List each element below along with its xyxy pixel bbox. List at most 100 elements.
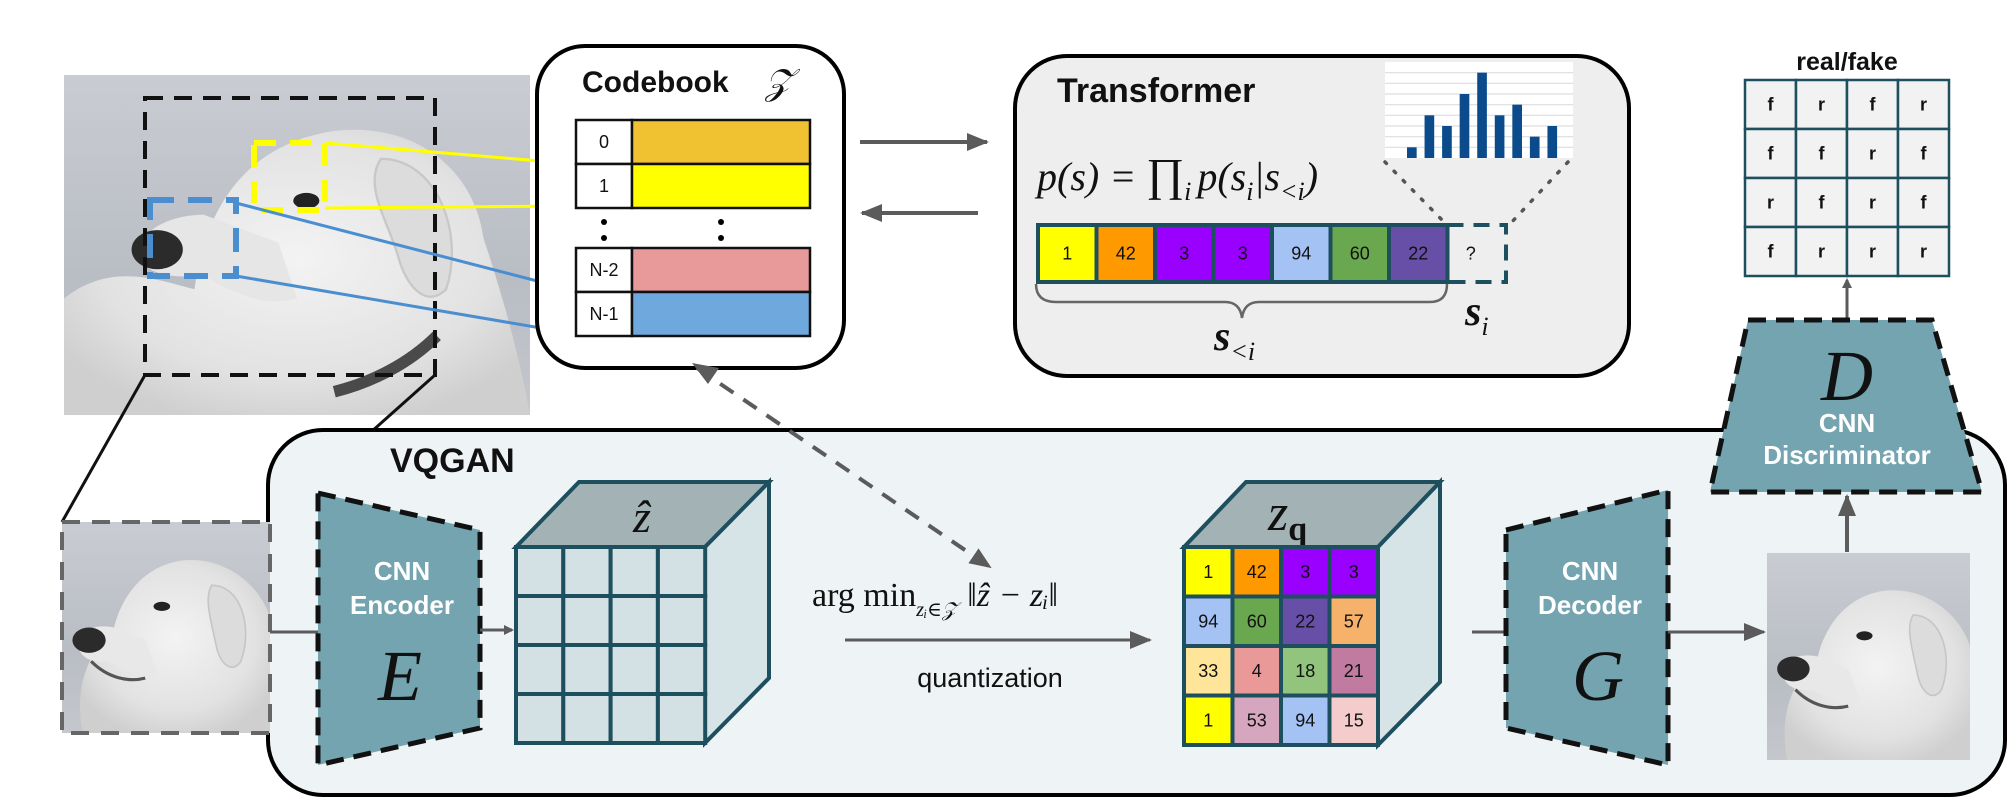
encoder-line2: Encoder <box>350 590 454 620</box>
codebook-index-label: 0 <box>599 132 609 152</box>
codebook-row: 0 <box>574 118 812 166</box>
z-q-value: 4 <box>1252 661 1262 681</box>
real-fake-cell: f <box>1794 176 1849 229</box>
token-value: 3 <box>1179 244 1189 264</box>
z-q-cell: 21 <box>1327 644 1380 698</box>
discriminator-line2: Discriminator <box>1763 440 1931 470</box>
transformer-title: Transformer <box>1057 72 1255 110</box>
z-q-cell: 1 <box>1182 545 1235 599</box>
z-q-cell: 22 <box>1279 594 1332 648</box>
z-q-value: 1 <box>1203 710 1213 730</box>
real-fake-cell-box <box>1794 127 1849 180</box>
z-q-value: 94 <box>1295 710 1315 730</box>
real-fake-title: real/fake <box>1796 48 1898 76</box>
token-value: 22 <box>1408 244 1428 264</box>
real-fake-value: f <box>1870 95 1877 115</box>
z-hat-cell <box>655 692 708 745</box>
si-label: s <box>1464 289 1481 335</box>
patch-blue <box>147 197 239 279</box>
real-fake-cell-box <box>1896 176 1951 229</box>
z-q-cell: 15 <box>1327 693 1380 747</box>
real-fake-value: f <box>1819 193 1826 213</box>
z-hat-cell <box>561 545 613 598</box>
histogram-bar <box>1512 104 1522 158</box>
real-fake-cell: r <box>1896 78 1951 131</box>
codebook-row: 1 <box>574 162 812 210</box>
ellipsis-dot <box>718 219 724 225</box>
sequence-token: 3 <box>1211 223 1274 284</box>
real-fake-cell: r <box>1794 225 1849 278</box>
real-fake-cell: f <box>1896 176 1951 229</box>
token-cell <box>1036 223 1099 284</box>
real-fake-cell-box <box>1794 176 1849 229</box>
histogram-bar <box>1459 94 1470 158</box>
z-q-value: 18 <box>1295 661 1315 681</box>
z-hat-cell <box>514 545 566 598</box>
token-cell <box>1387 223 1450 284</box>
token-distribution-histogram <box>1385 62 1573 158</box>
z-q-cell: 57 <box>1327 594 1380 648</box>
real-fake-cell-box <box>1743 225 1798 278</box>
real-fake-cell-box <box>1794 225 1849 278</box>
lookup-arrowhead-top <box>692 363 719 384</box>
z-q-cell: 4 <box>1230 644 1283 698</box>
real-fake-value: r <box>1920 95 1927 115</box>
discriminator-line1: CNN <box>1819 408 1875 438</box>
real-fake-cell: r <box>1794 78 1849 131</box>
z-hat-cell <box>514 594 566 647</box>
z-hat-cell <box>608 545 660 598</box>
z-hat-cell <box>561 692 613 745</box>
codebook-index-label: 1 <box>599 176 609 196</box>
real-fake-value: r <box>1767 193 1774 213</box>
real-fake-cell: r <box>1896 225 1951 278</box>
z-q-cell: 3 <box>1327 545 1380 599</box>
z-q-value: 53 <box>1247 710 1267 730</box>
z-hat-cell <box>655 545 708 598</box>
token-value: 1 <box>1062 244 1072 264</box>
z-q-cell-box <box>1279 644 1332 698</box>
z-q-value: 3 <box>1349 562 1359 582</box>
decoder-line1: CNN <box>1562 556 1618 586</box>
z-q-cell: 3 <box>1279 545 1332 599</box>
projection-dots-left <box>1383 160 1448 226</box>
ellipsis-dot <box>718 235 724 241</box>
real-fake-cell-box <box>1794 78 1849 131</box>
z-hat-cell <box>608 643 660 696</box>
z-q-sub: q <box>1288 511 1307 548</box>
real-fake-cell: f <box>1743 225 1798 278</box>
formula-rhs-close: ) <box>1303 154 1318 199</box>
z-q-value: 42 <box>1247 562 1267 582</box>
real-fake-value: f <box>1768 144 1775 164</box>
formula-prod: ∏ <box>1146 149 1184 200</box>
codebook-index-label: N-2 <box>589 260 618 280</box>
z-q-value: 3 <box>1300 562 1310 582</box>
real-fake-value: r <box>1869 144 1876 164</box>
real-fake-value: r <box>1920 242 1927 262</box>
codebook-vector <box>630 290 812 338</box>
quantization-label: quantization <box>917 663 1063 693</box>
real-fake-cell: f <box>1845 78 1900 131</box>
next-token-cell <box>1445 223 1508 284</box>
z-q-cell: 94 <box>1279 693 1332 747</box>
source-photo <box>64 75 530 415</box>
z-q-value: 21 <box>1344 661 1364 681</box>
real-fake-value: r <box>1869 193 1876 213</box>
z-q-cell-box <box>1182 693 1235 747</box>
z-q-cell: 18 <box>1279 644 1332 698</box>
sequence-token: 1 <box>1036 223 1099 284</box>
codebook-row: N-2 <box>574 246 812 294</box>
formula-lhs: p(s) = <box>1034 154 1146 199</box>
discriminator: D CNN Discriminator <box>1706 317 1986 495</box>
codebook-links <box>235 141 577 336</box>
z-hat-cell <box>655 643 708 696</box>
encoder-symbol: E <box>377 636 422 716</box>
real-fake-cell: f <box>1743 78 1798 131</box>
svg-text:s<i: s<i <box>1213 314 1255 366</box>
formula-rhs-open: p(s <box>1194 154 1246 199</box>
z-q-value: 15 <box>1344 710 1364 730</box>
real-fake-cell-box <box>1845 225 1900 278</box>
